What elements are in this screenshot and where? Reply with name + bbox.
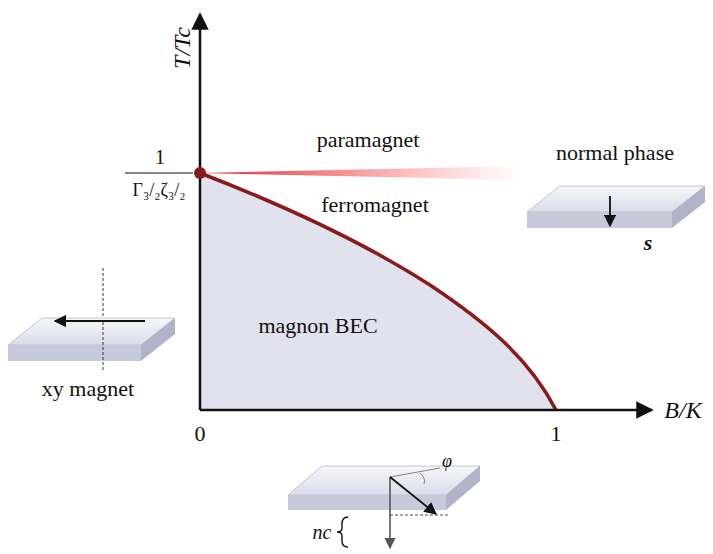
- phase-label: ferromagnet: [321, 194, 429, 216]
- plate-normal: [527, 186, 705, 228]
- nc-brace: [337, 517, 348, 547]
- plate-bec: [288, 466, 480, 548]
- axis-label: T/Tc: [170, 27, 194, 69]
- spin-symbol: s: [644, 232, 653, 254]
- angle-symbol: φ: [442, 452, 452, 470]
- axis-label: B/K: [664, 398, 701, 422]
- crossover-wedge: [200, 166, 520, 180]
- phase-boundary: [200, 173, 556, 410]
- fraction-denominator: Γ₃/₂ζ₃/₂: [133, 181, 186, 199]
- y-axis: [199, 14, 202, 410]
- plate-xy: [8, 268, 175, 372]
- fraction-bar: [125, 172, 193, 173]
- bec-region: [200, 173, 556, 410]
- tick-label: 0: [195, 423, 206, 445]
- phase-label: magnon BEC: [258, 315, 377, 337]
- condensate-label: nc: [313, 522, 332, 542]
- x-axis: [200, 409, 652, 412]
- fraction-numerator: 1: [155, 147, 165, 167]
- phase-label: paramagnet: [317, 129, 420, 151]
- tick-label: 1: [551, 423, 562, 445]
- critical-point: [194, 167, 206, 179]
- phase-label: xy magnet: [42, 378, 134, 400]
- phase-label: normal phase: [556, 142, 674, 164]
